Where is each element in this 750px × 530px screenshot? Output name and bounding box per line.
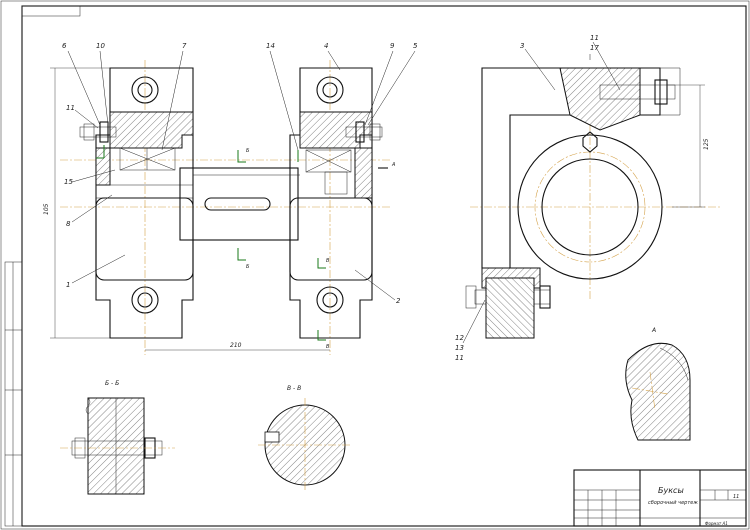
side-view	[462, 41, 720, 344]
section-v-v-view: В - В	[258, 385, 352, 492]
callout-2: 2	[396, 297, 401, 305]
section-b-b-title: Б - Б	[105, 380, 119, 387]
title-block: Буксы сборочный чертеж 11 Формат А1	[573, 469, 747, 527]
callout-9: 9	[390, 42, 395, 50]
section-mark-b-top: Б	[246, 148, 250, 154]
side-view-labels: 3 11 17 12 13 11 125	[455, 34, 710, 362]
title-main: Буксы	[658, 486, 684, 495]
callout-8: 8	[66, 220, 71, 228]
section-mark-v-bottom: В	[326, 344, 330, 350]
callout-5: 5	[413, 42, 418, 50]
callout-13: 13	[455, 344, 464, 352]
dimension-210: 210	[230, 342, 242, 349]
callout-11-bottom: 11	[455, 354, 464, 362]
callout-4: 4	[324, 42, 328, 50]
callout-14: 14	[266, 42, 275, 50]
front-view	[50, 50, 416, 355]
callout-17: 17	[590, 44, 599, 52]
section-v-v-title: В - В	[287, 385, 301, 392]
callout-3: 3	[520, 42, 524, 50]
section-mark-b-bottom: Б	[246, 264, 250, 270]
section-mark-a-arrow: А	[391, 162, 396, 168]
sheet-number: 11	[733, 494, 739, 500]
section-mark-v-top: В	[326, 258, 330, 264]
dimension-125: 125	[703, 138, 710, 150]
callout-12: 12	[455, 334, 464, 342]
callout-10: 10	[96, 42, 105, 50]
callout-15: 15	[64, 178, 73, 186]
detail-a-view: А	[625, 327, 691, 441]
detail-a-title: А	[651, 327, 656, 334]
title-sub: сборочный чертеж	[648, 500, 698, 506]
callout-labels: 6 10 7 14 4 9 5 11 15 8 1 2 105 210 Б Б …	[43, 42, 418, 350]
callout-6: 6	[62, 42, 67, 50]
section-b-b-view: Б - Б	[60, 380, 175, 495]
sheet-format: Формат А1	[705, 521, 728, 526]
callout-7: 7	[182, 42, 187, 50]
callout-11: 11	[66, 104, 75, 112]
callout-11-side: 11	[590, 34, 599, 42]
callout-1: 1	[66, 281, 70, 289]
dimension-105: 105	[43, 203, 50, 215]
